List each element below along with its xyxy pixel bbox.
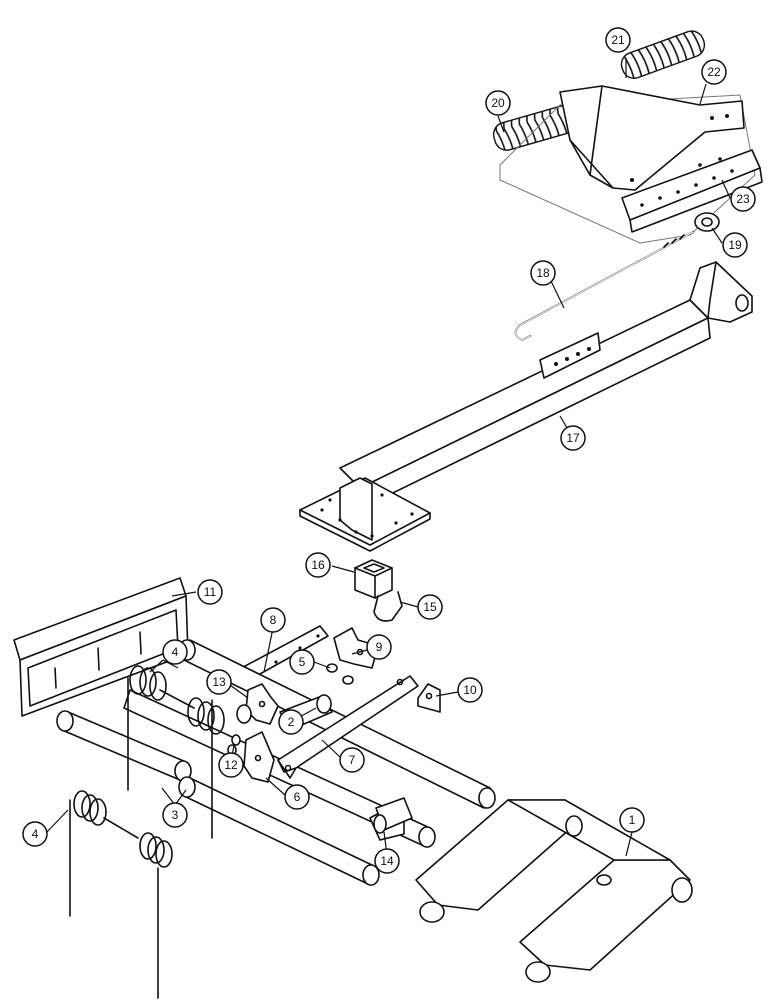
callout-18-label: 18 bbox=[536, 266, 550, 280]
collar-14 bbox=[373, 797, 413, 834]
frame-1 bbox=[415, 799, 693, 983]
callout-22-label: 22 bbox=[707, 65, 721, 79]
callout-17-label: 17 bbox=[566, 431, 580, 445]
callout-16: 16 bbox=[305, 552, 331, 578]
callout-4-lower: 4 bbox=[22, 821, 48, 847]
callout-17: 17 bbox=[560, 425, 586, 451]
spring-bracket-22 bbox=[559, 85, 745, 191]
callout-3: 3 bbox=[162, 802, 188, 828]
callout-7-label: 7 bbox=[349, 753, 356, 767]
callout-5: 5 bbox=[289, 649, 315, 675]
callout-19-label: 19 bbox=[728, 238, 742, 252]
callout-4-upper: 4 bbox=[162, 639, 188, 665]
callout-19: 19 bbox=[722, 232, 748, 258]
callout-7: 7 bbox=[339, 747, 365, 773]
callout-14-label: 14 bbox=[380, 854, 394, 868]
u-bolt-15 bbox=[373, 591, 403, 622]
tine-spring-4-lower bbox=[69, 790, 173, 999]
callout-14: 14 bbox=[374, 848, 400, 874]
callout-23: 23 bbox=[730, 186, 756, 212]
callout-10-label: 10 bbox=[463, 683, 477, 697]
mounting-bracket-11 bbox=[13, 577, 189, 717]
callout-6: 6 bbox=[284, 784, 310, 810]
nut-19 bbox=[694, 212, 720, 232]
callout-8: 8 bbox=[260, 607, 286, 633]
callout-9-label: 9 bbox=[376, 640, 383, 654]
callout-20: 20 bbox=[485, 90, 511, 116]
callout-13-label: 13 bbox=[212, 675, 226, 689]
nuts-5 bbox=[326, 663, 354, 685]
callout-11-label: 11 bbox=[204, 585, 217, 599]
callout-8-label: 8 bbox=[270, 613, 277, 627]
callout-12: 12 bbox=[218, 752, 244, 778]
arm-7 bbox=[277, 675, 419, 779]
tube-3a bbox=[56, 710, 192, 782]
bracket-10 bbox=[417, 683, 441, 713]
callout-2-label: 2 bbox=[288, 715, 295, 729]
callout-6-label: 6 bbox=[294, 790, 301, 804]
callout-16-label: 16 bbox=[311, 558, 325, 572]
callout-3-label: 3 bbox=[172, 808, 179, 822]
callout-4-lower-label: 4 bbox=[32, 827, 39, 841]
callout-1-label: 1 bbox=[629, 813, 636, 827]
callout-12-label: 12 bbox=[224, 758, 238, 772]
callout-9: 9 bbox=[366, 634, 392, 660]
callout-13: 13 bbox=[206, 669, 232, 695]
callout-5-label: 5 bbox=[299, 655, 306, 669]
callout-18: 18 bbox=[530, 260, 556, 286]
callout-21: 21 bbox=[605, 27, 631, 53]
callout-4-upper-label: 4 bbox=[172, 645, 179, 659]
boom-17 bbox=[299, 261, 753, 552]
callout-23-label: 23 bbox=[736, 192, 750, 206]
callout-10: 10 bbox=[457, 677, 483, 703]
tube-3b bbox=[178, 776, 380, 886]
spring-21 bbox=[620, 30, 706, 79]
callout-15: 15 bbox=[417, 594, 443, 620]
callout-1: 1 bbox=[619, 807, 645, 833]
callout-22: 22 bbox=[701, 59, 727, 85]
tine-spring-4-upper bbox=[127, 665, 252, 839]
callout-15-label: 15 bbox=[423, 600, 437, 614]
clamp-6 bbox=[243, 731, 275, 783]
callout-20-label: 20 bbox=[491, 96, 505, 110]
plate-23 bbox=[621, 149, 763, 233]
callout-2: 2 bbox=[278, 709, 304, 735]
rod-18 bbox=[514, 231, 694, 341]
callout-21-label: 21 bbox=[611, 33, 625, 47]
mount-block-16 bbox=[354, 559, 393, 599]
callout-11: 11 bbox=[197, 579, 223, 605]
